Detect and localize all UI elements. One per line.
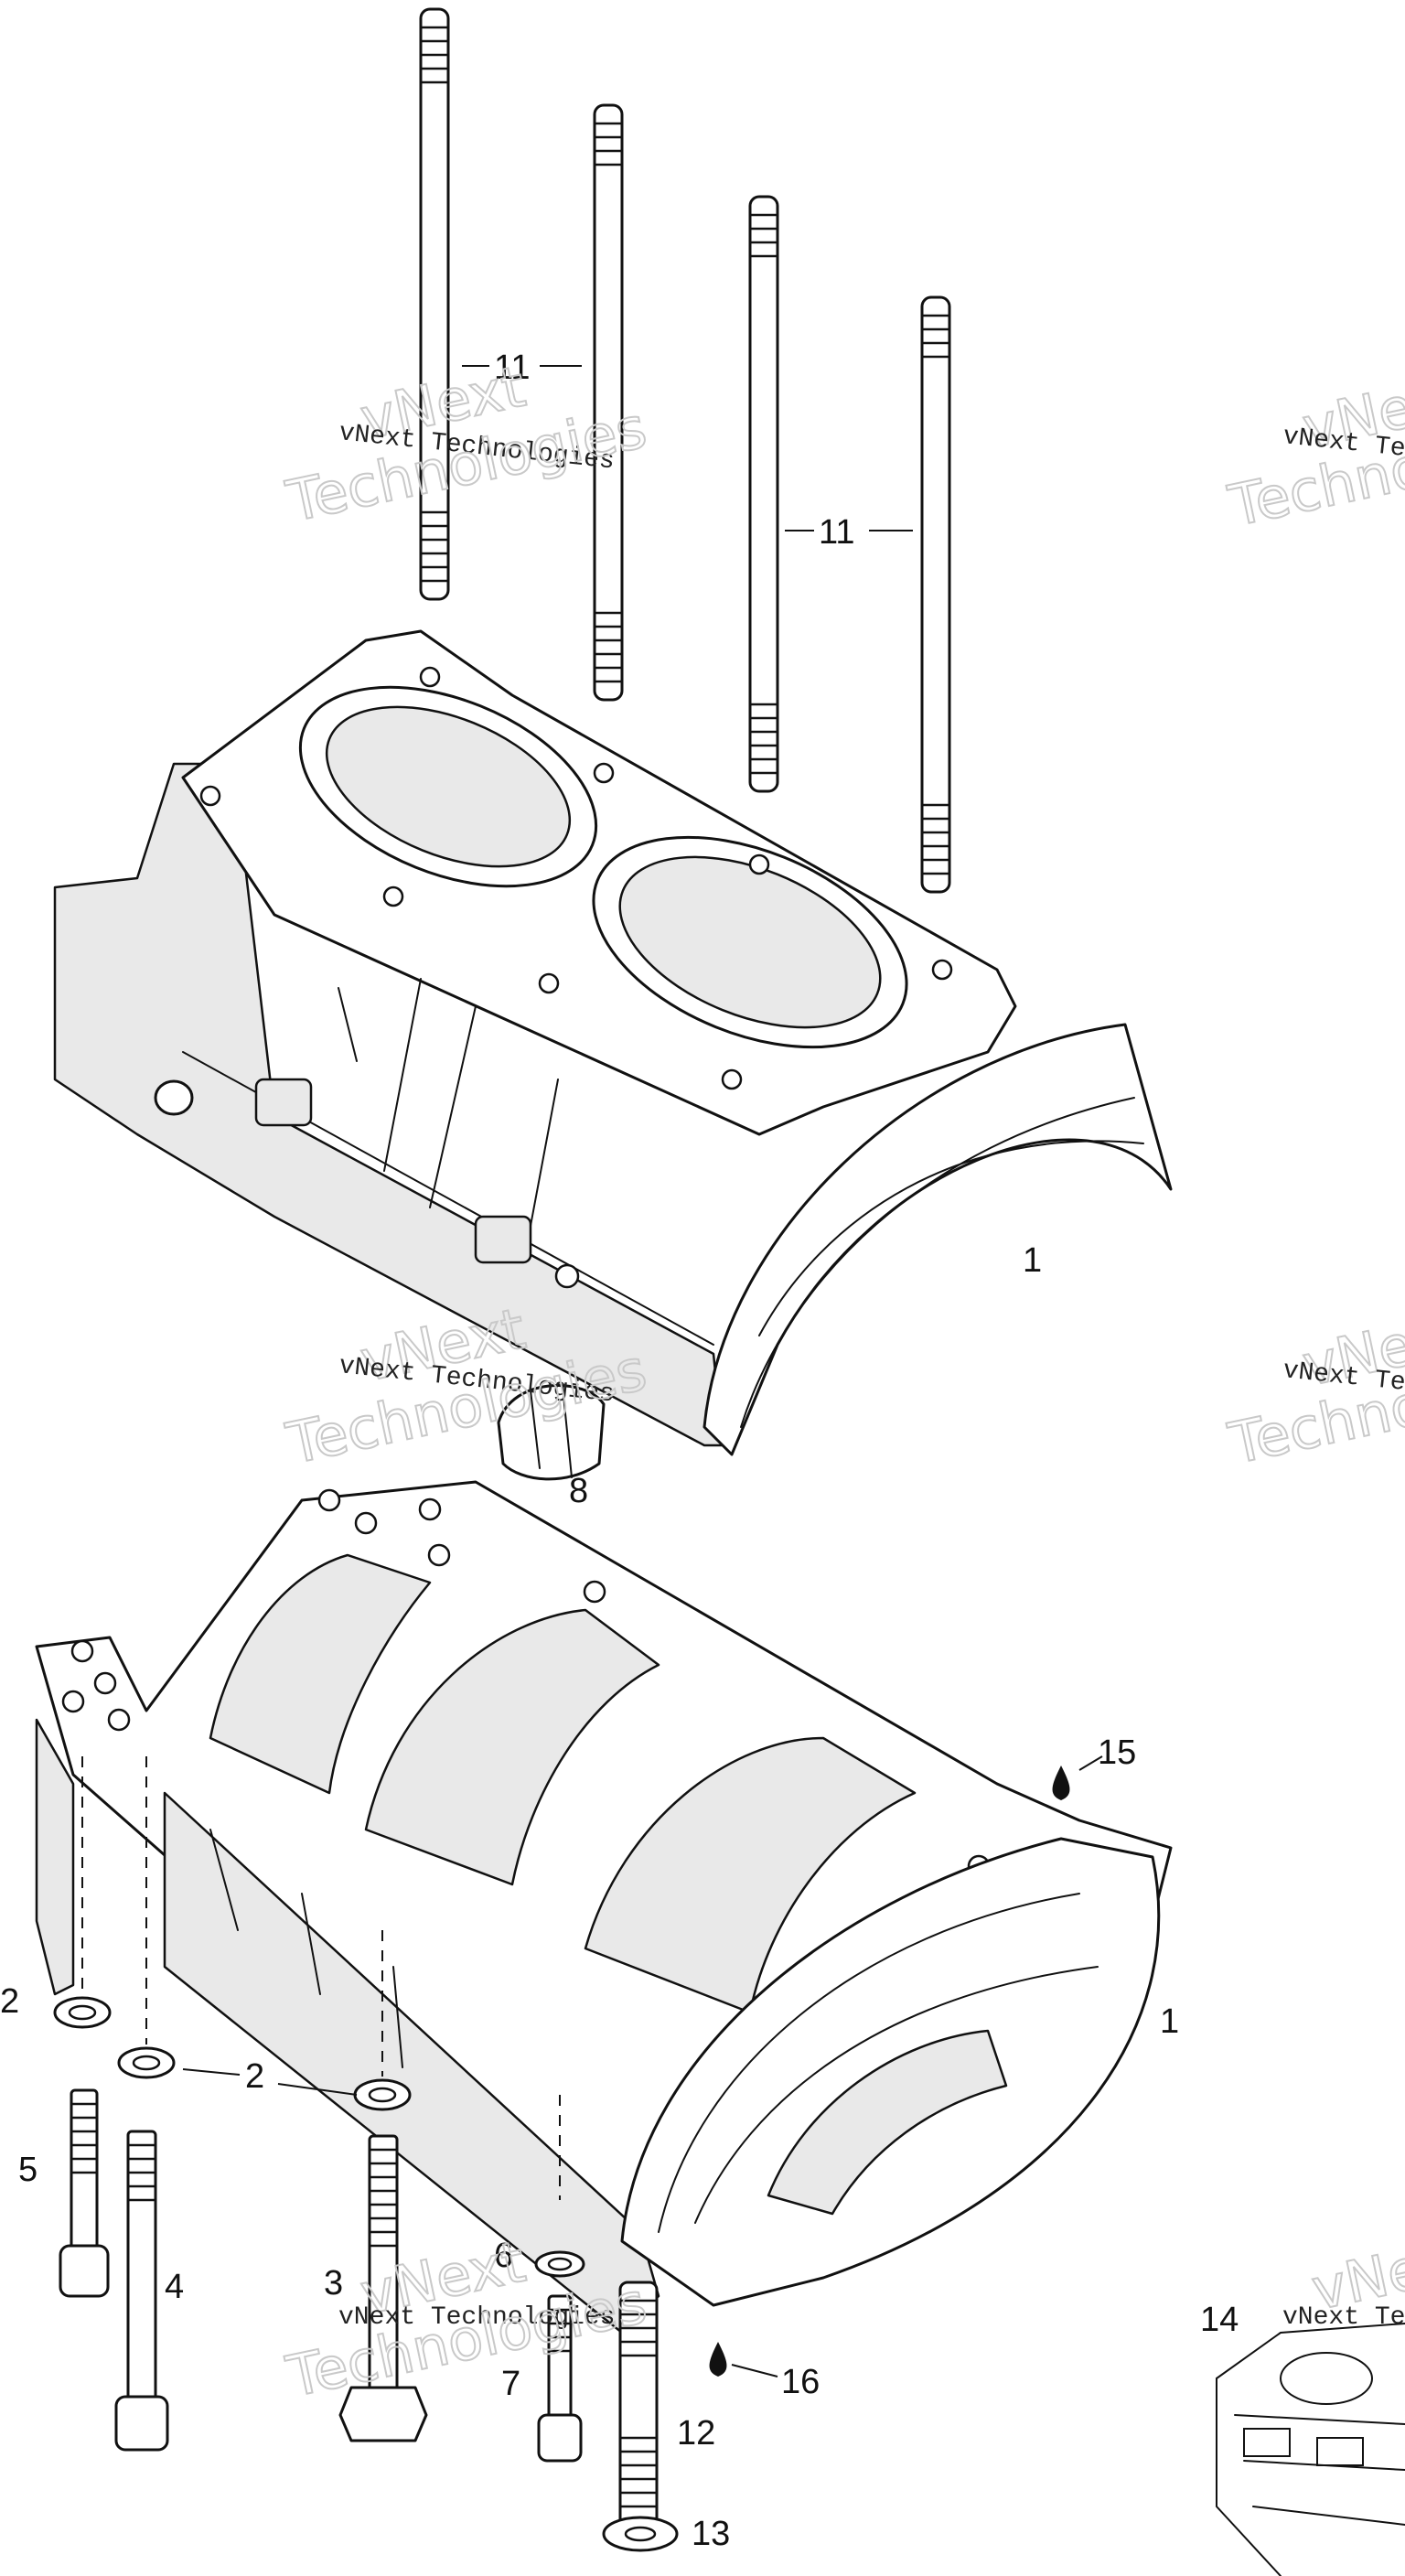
sealant-drop-icon-15 — [1052, 1766, 1070, 1800]
engine-thumbnail-14 — [1216, 2323, 1405, 2576]
callout-14: 14 — [1200, 2301, 1239, 2339]
stud-bolt-11-c — [748, 195, 779, 793]
callout-16: 16 — [781, 2363, 820, 2401]
watermark-2: vNext vNext Technologies Technologies — [1222, 361, 1405, 541]
upper-crankcase-half — [53, 629, 1173, 1456]
callout-5: 5 — [18, 2151, 38, 2189]
callout-1-lower: 1 — [1160, 2002, 1179, 2041]
callout-6: 6 — [494, 2237, 513, 2275]
lock-washer-2-c — [353, 2078, 412, 2111]
hex-bolt-3 — [338, 2134, 428, 2442]
callout-7: 7 — [501, 2365, 520, 2403]
lock-washer-2-b — [117, 2046, 176, 2079]
callout-2-left: 2 — [0, 1982, 19, 2021]
callout-3: 3 — [324, 2264, 343, 2302]
callout-11-a: 11 — [494, 349, 530, 387]
watermark-6: vNext vNext Technologies — [1282, 2223, 1405, 2332]
svg-text:vNext Technologies: vNext Technologies — [338, 2303, 615, 2332]
callout-2-center: 2 — [245, 2057, 264, 2096]
lock-washer-2-a — [53, 1996, 112, 2029]
watermark-4: vNext vNext Technologies Technologies — [1222, 1299, 1405, 1478]
cap-screw-5 — [59, 2088, 110, 2298]
callout-leader-lines — [182, 365, 1103, 2377]
callout-8: 8 — [569, 1472, 588, 1510]
lower-crankcase-half — [35, 1480, 1173, 2334]
cap-screw-4 — [114, 2130, 169, 2452]
stud-bolt-11-a — [419, 7, 450, 601]
callout-15: 15 — [1098, 1733, 1136, 1772]
svg-text:vNext Technologies: vNext Technologies — [1282, 2303, 1405, 2332]
callout-4: 4 — [165, 2268, 184, 2306]
callout-12: 12 — [677, 2414, 715, 2453]
crankcase-plug-8 — [497, 1384, 606, 1481]
washer-6 — [534, 2250, 585, 2278]
callout-11-b: 11 — [819, 513, 854, 552]
washer-13 — [602, 2516, 679, 2552]
stud-bolt-11-b — [593, 103, 624, 702]
assembly-axis-lines — [81, 1756, 561, 2200]
callout-1-upper: 1 — [1023, 1241, 1042, 1280]
callout-13: 13 — [692, 2515, 730, 2553]
sealant-drop-icon-16 — [709, 2342, 727, 2377]
cap-screw-7 — [537, 2294, 583, 2463]
stud-bolt-11-d — [920, 295, 951, 894]
